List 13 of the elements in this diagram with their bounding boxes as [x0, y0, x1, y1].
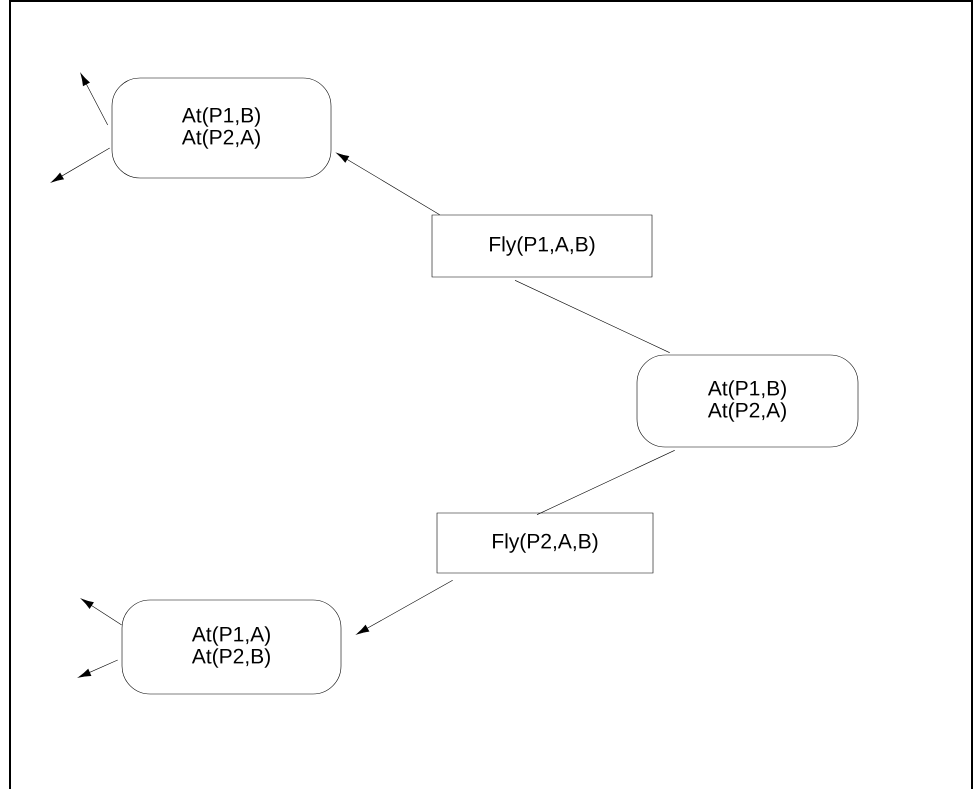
arrow — [356, 580, 453, 634]
connector-line — [514, 280, 670, 353]
arrow — [336, 152, 440, 215]
arrow — [80, 73, 108, 126]
state-box: At(P1,B) At(P2,A) — [112, 78, 332, 178]
connector-line — [536, 450, 675, 515]
action-box: Fly(P1,A,B) — [432, 214, 652, 278]
arrow — [78, 660, 118, 678]
state-box: At(P1,B) At(P2,A) — [636, 354, 858, 448]
state-box: At(P1,A) At(P2,B) — [122, 600, 342, 694]
arrow — [81, 598, 122, 626]
action-box: Fly(P2,A,B) — [436, 512, 654, 574]
arrow — [51, 148, 110, 182]
